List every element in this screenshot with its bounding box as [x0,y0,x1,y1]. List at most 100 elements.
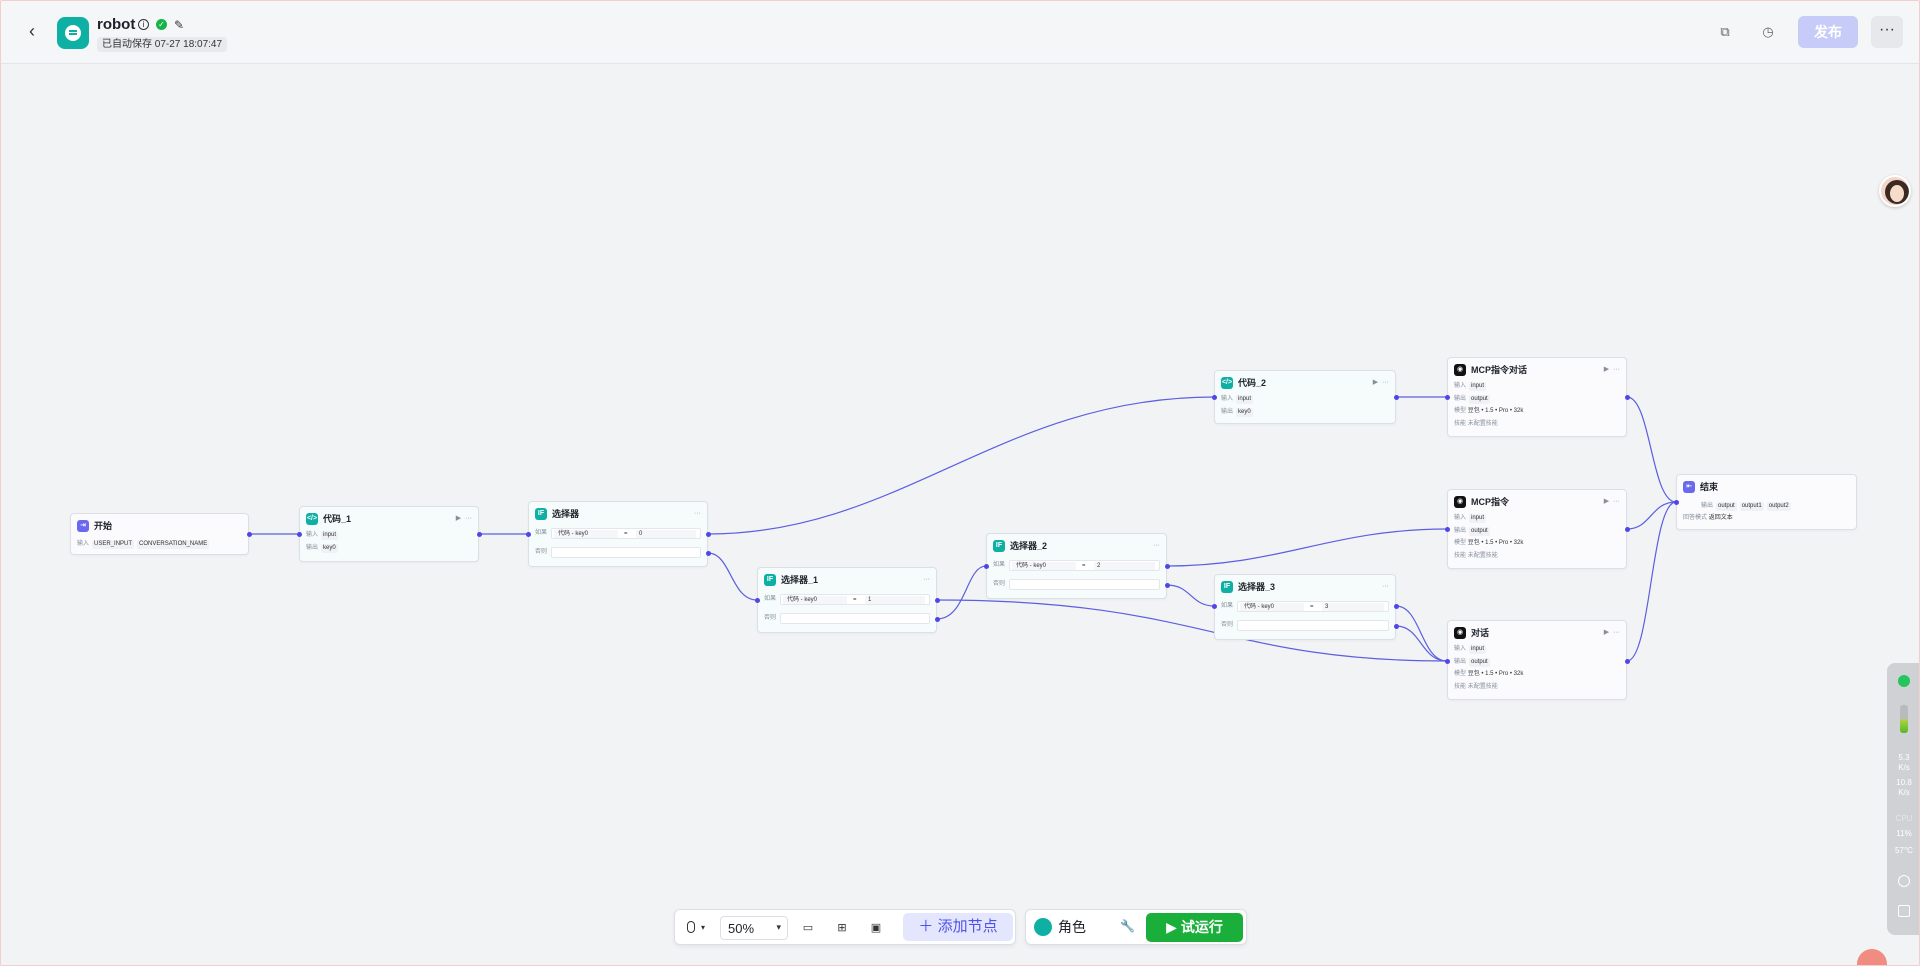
port[interactable] [755,598,760,603]
port[interactable] [297,532,302,537]
llm-icon: ◉ [1454,627,1466,639]
port[interactable] [1625,527,1630,532]
publish-button[interactable]: 发布 [1798,16,1858,48]
port[interactable] [1625,659,1630,664]
cpu-label: CPU [1895,814,1913,823]
port[interactable] [984,564,989,569]
condition-row: 如果代码 - key0=1 [764,594,930,605]
edge-sel2-mcp [1166,528,1448,567]
port[interactable] [247,532,252,537]
node-actions[interactable]: ▶ ··· [1603,629,1620,636]
port[interactable] [1212,395,1217,400]
minimap-icon[interactable]: ▣ [870,922,882,934]
node-actions[interactable]: ▶ ··· [1603,498,1620,505]
more-button[interactable]: ··· [1871,16,1903,48]
port[interactable] [1625,395,1630,400]
node-actions[interactable]: ▶ ··· [1603,366,1620,373]
edge-sel3-chat-b [1395,625,1448,662]
node-title: 对话 [1471,628,1490,638]
edit-icon[interactable]: ✎ [174,18,185,32]
comment-icon[interactable]: ▭ [802,922,814,934]
port[interactable] [1165,564,1170,569]
check-icon: ✓ [156,19,167,30]
port[interactable] [1445,659,1450,664]
port[interactable] [1445,527,1450,532]
node-title: MCP指令对话 [1471,365,1527,375]
node-actions[interactable]: ▶ ··· [1372,379,1389,386]
autosave-status: 已自动保存 07-27 18:07:47 [97,37,228,52]
chat-icon[interactable] [1898,875,1910,887]
chevron-down-icon[interactable]: ▾ [700,923,705,932]
test-run-button[interactable]: ▶ 试运行 [1146,913,1243,942]
history-icon[interactable]: ◷ [1762,24,1774,39]
assistant-avatar[interactable] [1879,175,1911,207]
port[interactable] [1165,583,1170,588]
node-skill-row: 技能 未配置技能 [1454,553,1498,559]
wrench-icon[interactable]: 🔧 [1120,919,1135,933]
port[interactable] [1212,604,1217,609]
port[interactable] [1394,395,1399,400]
info-icon[interactable]: i [138,19,149,30]
role-button[interactable]: 角色 [1034,914,1086,940]
copy-icon[interactable]: ⧉ [1720,24,1730,39]
node-model-row: 模型 豆包 • 1.5 • Pro • 32k [1454,540,1524,546]
node-actions[interactable]: ▶ ··· [455,515,472,522]
node-actions[interactable]: ··· [694,510,701,517]
add-node-button[interactable]: ＋ 添加节点 [903,913,1013,941]
port[interactable] [477,532,482,537]
node-actions[interactable]: ··· [1153,542,1160,549]
port[interactable] [935,598,940,603]
zoom-select[interactable]: 50% ▾ [720,916,788,940]
port[interactable] [706,532,711,537]
expand-icon[interactable] [1898,905,1910,917]
zoom-value: 50% [728,921,755,936]
port[interactable] [706,551,711,556]
port[interactable] [1394,604,1399,609]
llm-icon: ◉ [1454,496,1466,508]
chevron-down-icon: ▾ [776,922,781,932]
port[interactable] [1394,624,1399,629]
mouse-icon[interactable] [685,919,697,937]
auto-layout-icon[interactable]: ⊞ [837,922,847,934]
else-row: 否则 [535,547,701,558]
port[interactable] [935,617,940,622]
node-title: 选择器_2 [1010,541,1048,551]
port[interactable] [1445,395,1450,400]
node-actions[interactable]: ··· [923,576,930,583]
back-button[interactable]: ‹ [29,21,35,41]
edge-sel1-sel2 [936,565,987,620]
edge-sel2-sel3 [1166,584,1215,607]
condition-row: 如果代码 - key0=2 [993,560,1160,571]
port[interactable] [1674,500,1679,505]
node-skill-row: 技能 未配置技能 [1454,684,1498,690]
node-title: 代码_2 [1238,378,1267,388]
end-icon: ⇤ [1683,481,1695,493]
if-icon: IF [993,540,1005,552]
node-actions[interactable]: ··· [1382,583,1389,590]
node-title: 代码_1 [323,514,352,524]
port[interactable] [526,532,531,537]
else-row: 否则 [1221,620,1389,631]
edge-chat-end [1626,501,1677,662]
run-toolbar: 角色 🔧 ▶ 试运行 [1025,909,1247,945]
if-icon: IF [1221,581,1233,593]
edge-mcpchat-end [1626,396,1677,503]
status-ok-icon [1898,675,1910,687]
floating-ball[interactable] [1857,949,1887,965]
